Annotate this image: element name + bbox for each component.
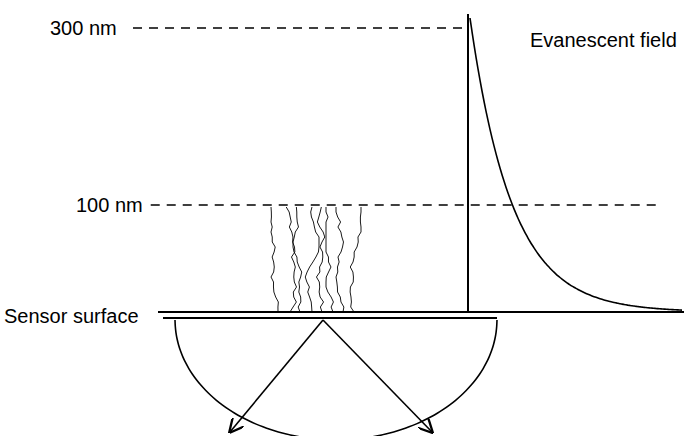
light-ray (230, 320, 323, 432)
light-ray (323, 320, 432, 432)
polymer-brush (336, 207, 344, 312)
level-line (133, 27, 467, 28)
field-axis (467, 14, 469, 312)
polymer-brush (316, 207, 324, 312)
field-label: Evanescent field (530, 29, 677, 51)
polymer-brush (350, 207, 361, 312)
height-label: 100 nm (76, 194, 143, 216)
polymer-brush (293, 207, 302, 312)
polymer-brush (286, 207, 296, 312)
surface-label: Sensor surface (4, 305, 139, 327)
height-label: 300 nm (50, 17, 117, 39)
sensor-surface (158, 311, 684, 313)
level-line (151, 204, 662, 205)
polymer-brush (326, 207, 333, 312)
polymer-brush (271, 207, 278, 312)
prism (175, 320, 497, 436)
evanescent-curve (470, 18, 682, 310)
polymer-brush (305, 207, 319, 312)
sensor-surface (163, 317, 497, 319)
